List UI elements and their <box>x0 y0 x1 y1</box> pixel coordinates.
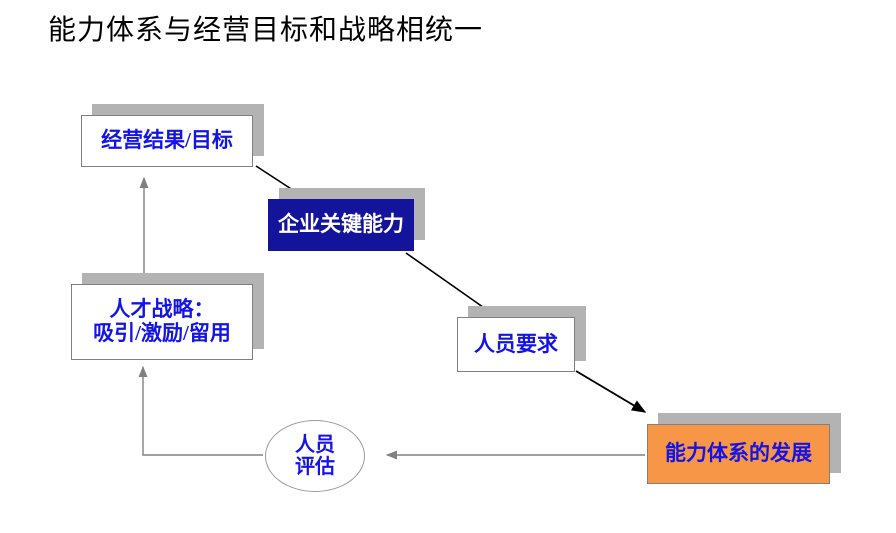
page-title: 能力体系与经营目标和战略相统一 <box>48 15 484 46</box>
node-face: 人才战略： 吸引/激励/留用 <box>71 284 253 360</box>
node-talent-strategy[interactable]: 人才战略： 吸引/激励/留用 <box>71 273 264 360</box>
node-face: 人员要求 <box>457 317 575 372</box>
connector-staff-assessment-to-talent-strategy <box>138 365 263 456</box>
node-staff-requirements[interactable]: 人员要求 <box>457 306 586 372</box>
node-face: 经营结果/目标 <box>81 115 253 167</box>
node-label-line: 吸引/激励/留用 <box>93 321 231 345</box>
node-capability-development[interactable]: 能力体系的发展 <box>647 413 841 484</box>
node-face: 能力体系的发展 <box>647 424 830 484</box>
node-face: 企业关键能力 <box>268 199 414 251</box>
connector-key-capability-to-staff-requirements <box>405 252 491 313</box>
node-label-line: 经营结果/目标 <box>101 128 233 153</box>
node-label-line: 人才战略： <box>109 297 215 322</box>
node-label-line: 企业关键能力 <box>278 212 404 237</box>
node-business-results[interactable]: 经营结果/目标 <box>81 104 264 167</box>
node-face: 人员 评估 <box>265 420 365 492</box>
node-key-capability[interactable]: 企业关键能力 <box>268 188 425 251</box>
connector-staff-requirements-to-capability-development <box>575 370 647 413</box>
node-label-line: 人员 <box>295 433 335 456</box>
node-staff-assessment[interactable]: 人员 评估 <box>265 420 365 492</box>
node-label-line: 能力体系的发展 <box>665 441 812 466</box>
node-label-line: 人员要求 <box>474 331 558 356</box>
node-label-line: 评估 <box>295 456 335 478</box>
